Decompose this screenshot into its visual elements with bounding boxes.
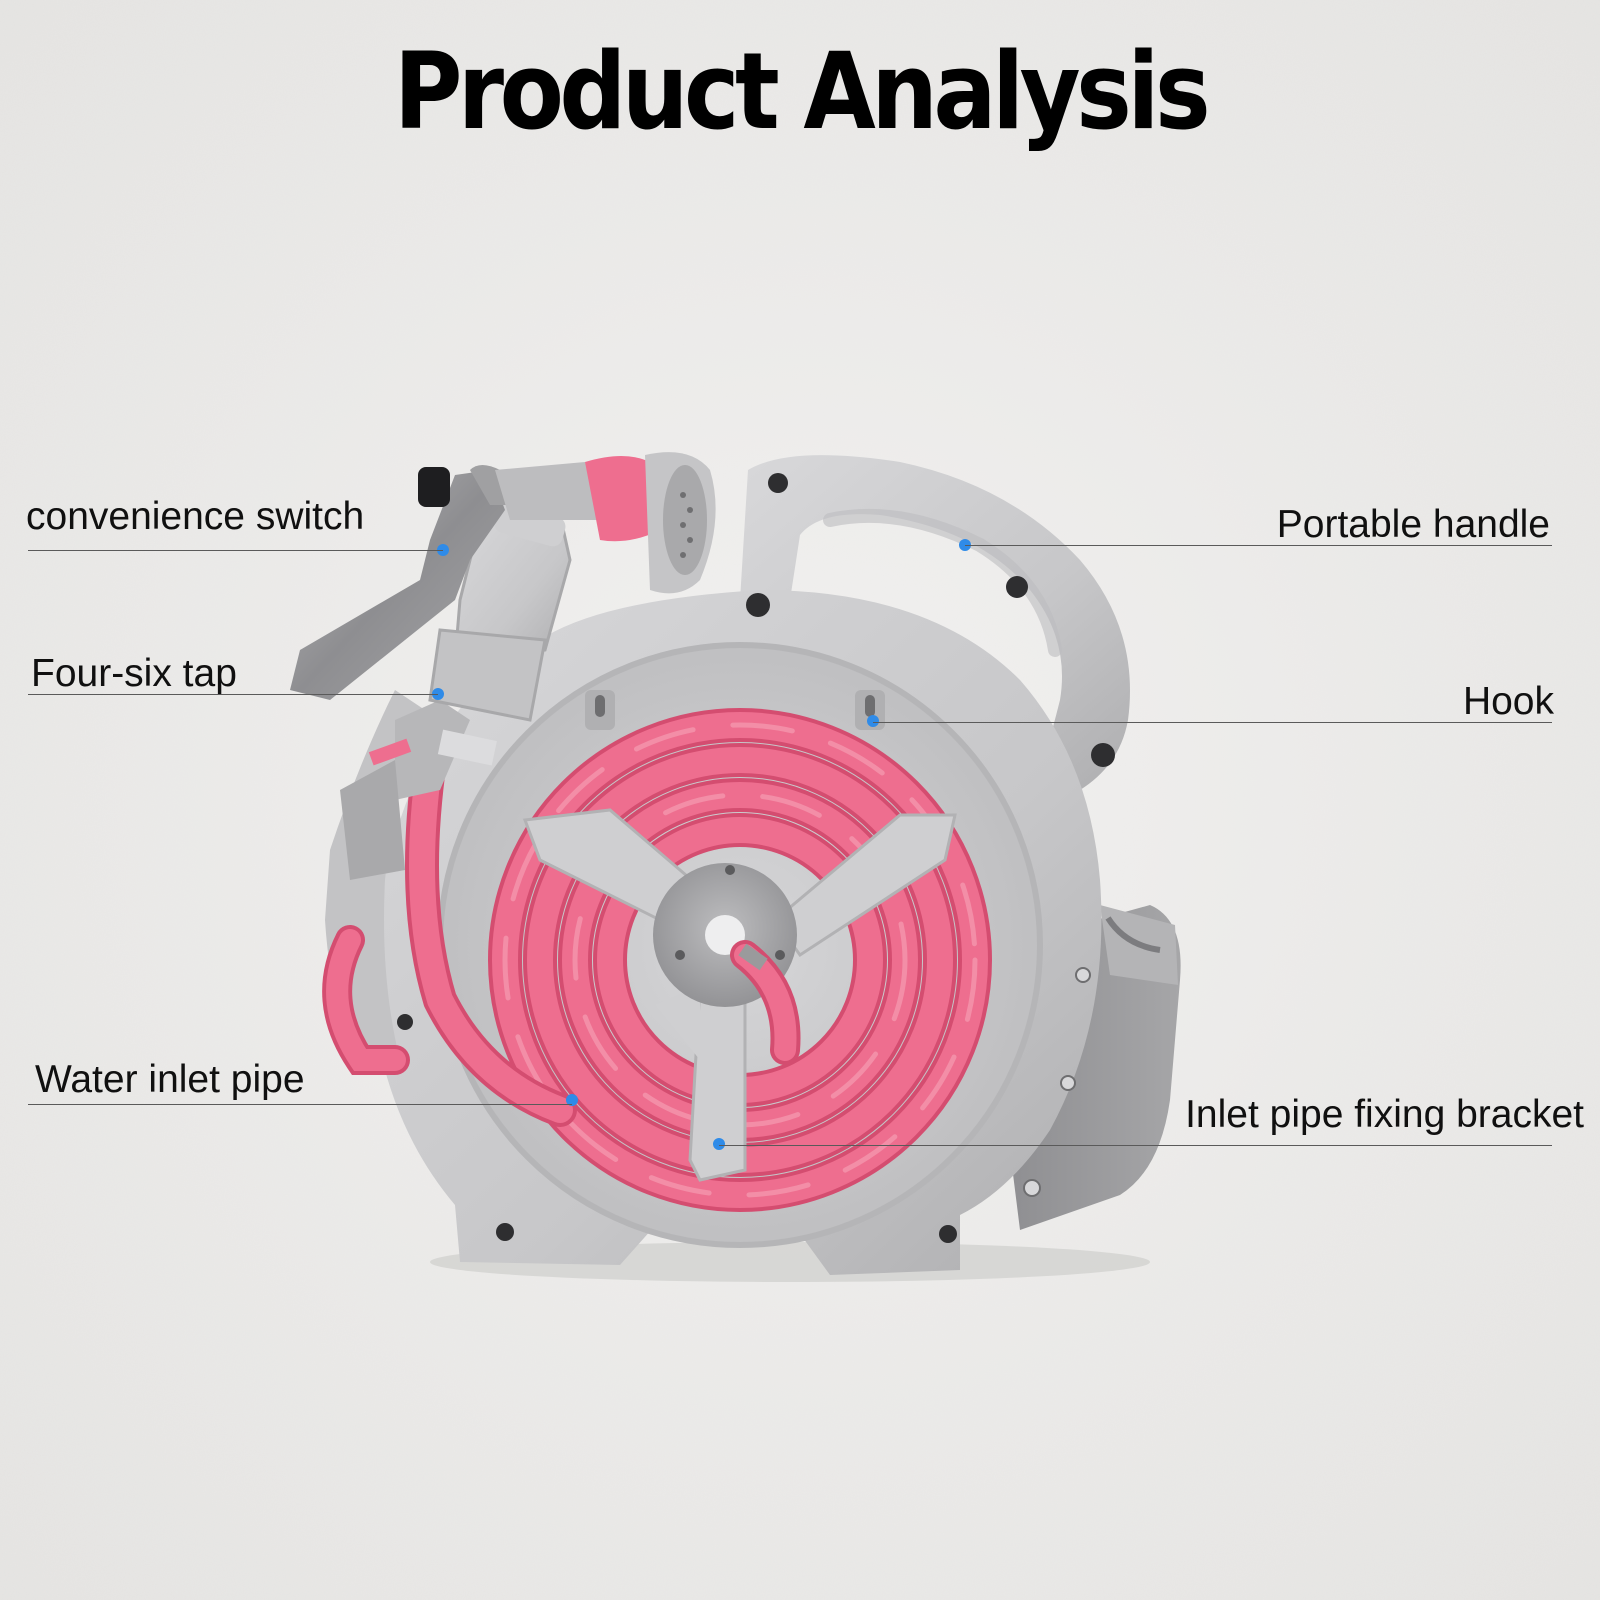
label-hook: Hook xyxy=(1462,680,1554,723)
label-convenience-switch: convenience switch xyxy=(26,495,365,538)
label-portable-handle: Portable handle xyxy=(1276,503,1550,546)
callout-line-inlet-pipe-fixing-bracket xyxy=(719,1145,1552,1146)
portable-handle xyxy=(740,455,1130,790)
callout-line-water-inlet-pipe xyxy=(28,1104,572,1105)
label-inlet-pipe-fixing-bracket: Inlet pipe fixing bracket xyxy=(1185,1093,1584,1136)
four-six-tap xyxy=(340,700,497,880)
quick-connector xyxy=(428,503,572,722)
callout-line-convenience-switch xyxy=(28,550,443,551)
blue-dot-icon xyxy=(432,539,971,1150)
water-inlet-pipe xyxy=(322,743,577,1127)
label-four-six-tap: Four-six tap xyxy=(31,652,237,695)
mounting-holes xyxy=(397,473,1115,1243)
label-water-inlet-pipe: Water inlet pipe xyxy=(35,1058,305,1101)
callout-line-portable-handle xyxy=(965,545,1552,546)
callout-line-hook xyxy=(873,722,1552,723)
spool-arms xyxy=(522,808,957,1182)
screw-icon xyxy=(1023,967,1091,1197)
callout-line-four-six-tap xyxy=(28,694,438,695)
hub-hose xyxy=(730,940,801,1065)
convenience-switch-knob xyxy=(418,467,450,507)
page-title: Product Analysis xyxy=(393,29,1211,154)
spray-nozzle xyxy=(290,452,716,700)
